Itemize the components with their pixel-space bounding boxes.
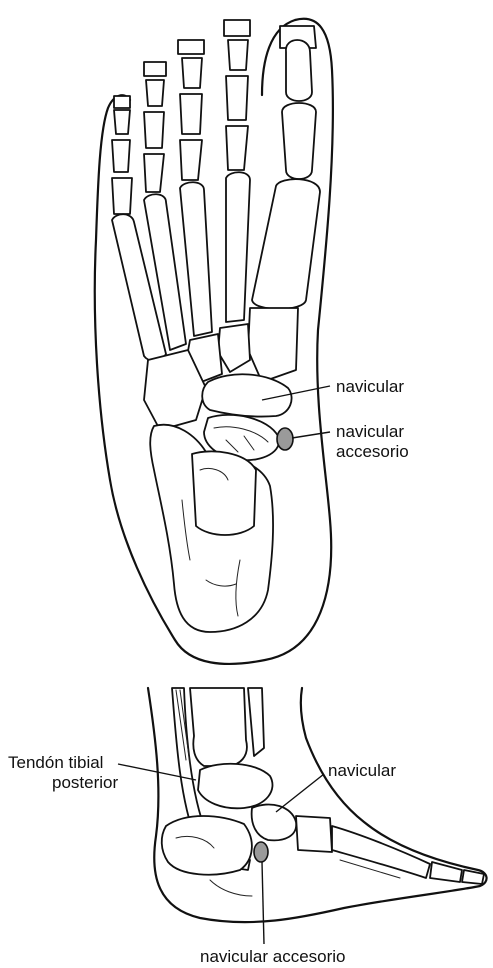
toe-nail-5 — [114, 96, 130, 108]
fibula — [248, 688, 264, 756]
label-navicular-side: navicular — [328, 761, 396, 780]
top-foot-view: navicular navicular accesorio — [95, 19, 409, 664]
metatarsal-2 — [226, 172, 250, 322]
side-foot-view: Tendón tibial posterior navicular navicu… — [8, 688, 487, 966]
talus-head-top — [192, 451, 256, 535]
navicular-bone — [202, 374, 291, 416]
big-toe-proximal-phalanx — [282, 103, 316, 179]
accessory-navicular-side — [254, 842, 268, 862]
lesser-toe-2 — [226, 40, 248, 170]
navicular-side — [252, 804, 297, 840]
lesser-toe-5 — [112, 110, 132, 214]
intermediate-cuneiform — [218, 324, 250, 372]
talus-side — [198, 764, 272, 809]
label-navicular-top: navicular — [336, 377, 404, 396]
leader-navicular-side — [276, 774, 324, 812]
metatarsal-3 — [180, 182, 212, 336]
leader-accessory-top — [292, 432, 330, 438]
toe-nail-3 — [178, 40, 204, 54]
calcaneus-side — [162, 816, 252, 875]
metatarsal-1 — [252, 179, 320, 309]
label-tendon-line1: Tendón tibial — [8, 753, 103, 772]
toe-nail-2 — [224, 20, 250, 36]
big-toe-distal-phalanx — [286, 40, 312, 101]
accessory-navicular-top — [277, 428, 293, 450]
tibia — [190, 688, 247, 766]
lesser-toe-4 — [144, 80, 164, 192]
label-tendon-line2: posterior — [52, 773, 118, 792]
lesser-toe-3 — [180, 58, 202, 180]
label-accessory-top-line1: navicular — [336, 422, 404, 441]
leader-accessory-side — [262, 862, 264, 944]
phalanx-side-2 — [462, 870, 484, 884]
label-accessory-side: navicular accesorio — [200, 947, 346, 966]
cuneiform-side — [296, 816, 332, 852]
medial-cuneiform — [248, 308, 298, 382]
toe-nail-4 — [144, 62, 166, 76]
label-accessory-top-line2: accesorio — [336, 442, 409, 461]
